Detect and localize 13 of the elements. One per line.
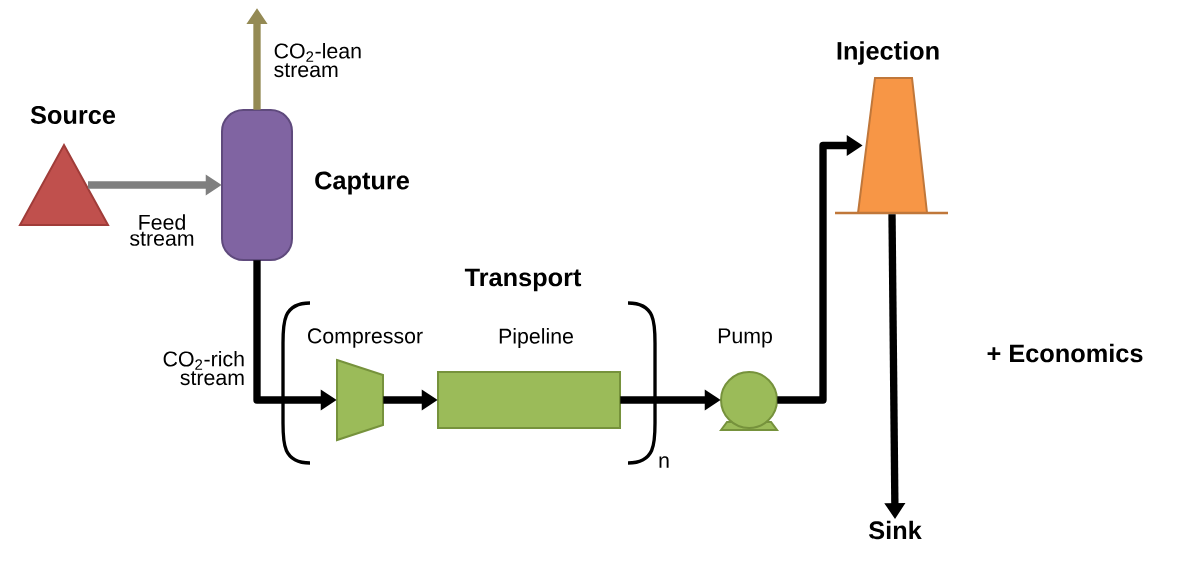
node-label: Injection	[837, 41, 939, 65]
edge-label: CO$_{2}$-rich stream	[163, 350, 244, 386]
sink-label: Sink	[869, 520, 922, 540]
node-label: Source	[30, 106, 116, 124]
node-label: Pipeline	[499, 328, 573, 348]
node-label: Pump	[718, 328, 772, 348]
edge-label: CO$_{2}$-lean stream	[274, 42, 361, 78]
edge-label: Feed stream	[130, 214, 194, 246]
node-label: Capture	[315, 171, 409, 195]
note-label: + Economics	[987, 343, 1143, 363]
node-label: Transport	[464, 268, 582, 292]
node-label: Compressor	[308, 328, 423, 348]
repeat-label: n	[659, 456, 669, 468]
